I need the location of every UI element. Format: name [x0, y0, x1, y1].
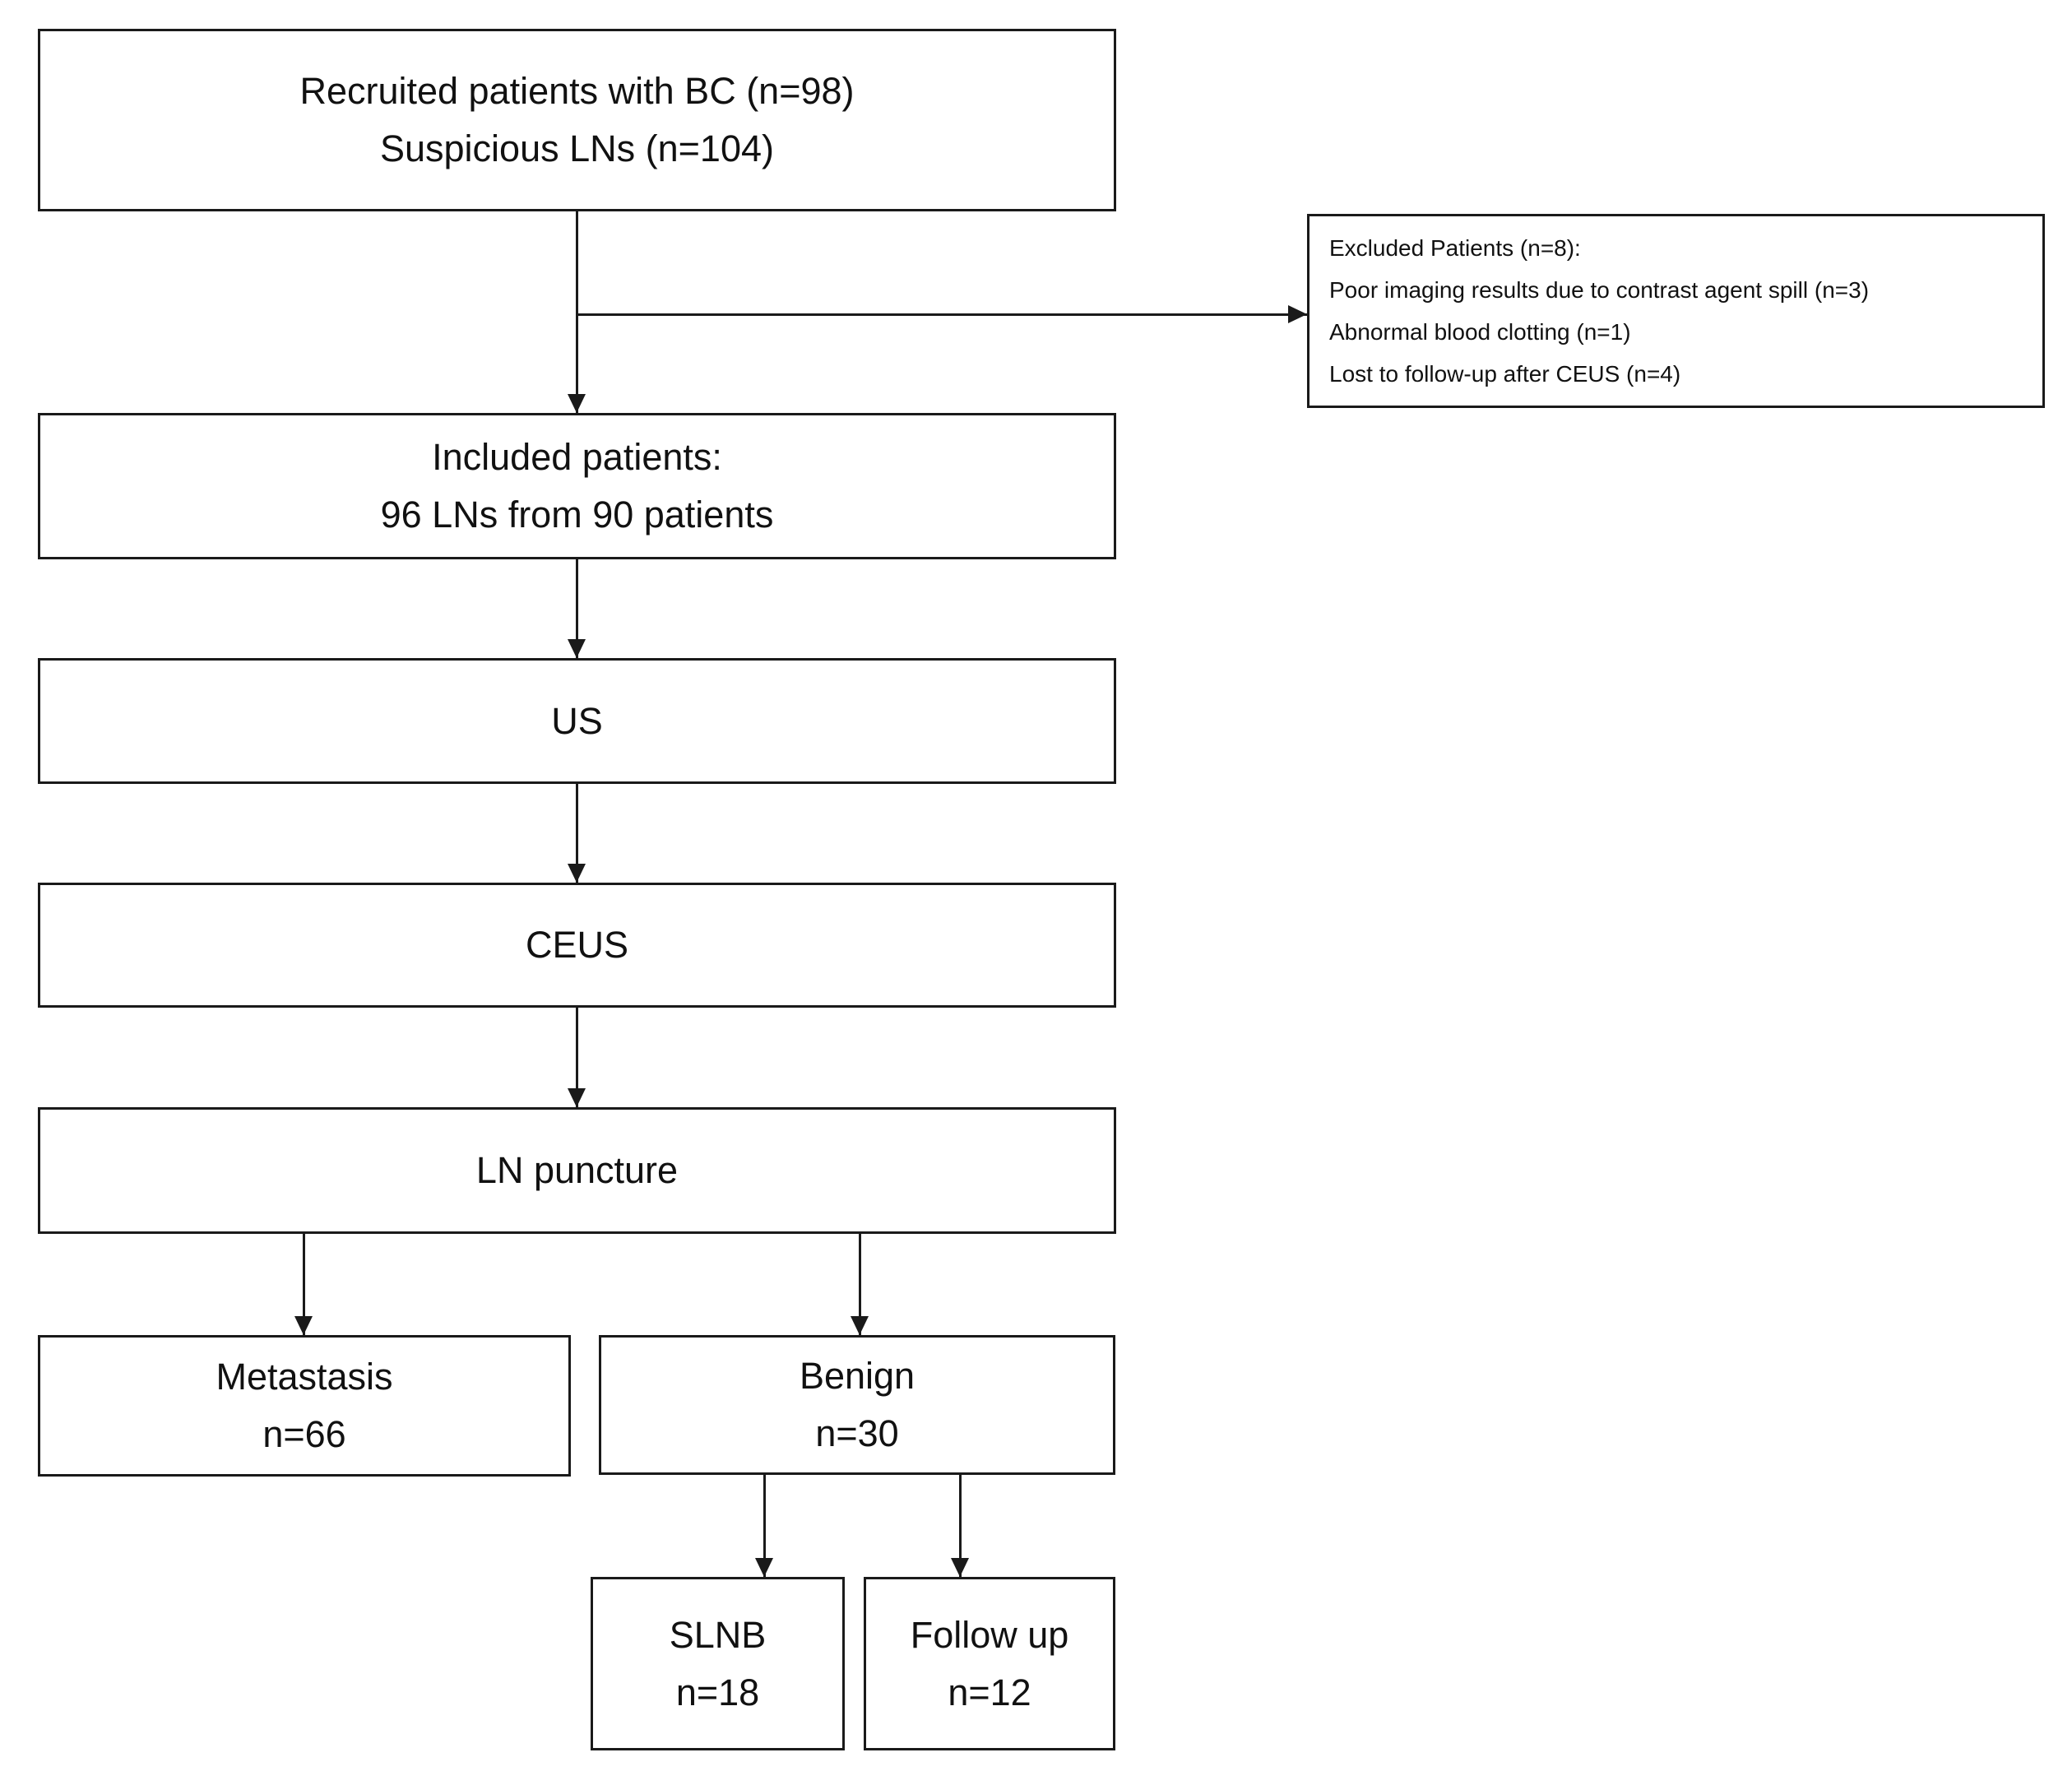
- recruited-patients-line2: Suspicious LNs (n=104): [379, 128, 774, 169]
- included-patients-line2: 96 LNs from 90 patients: [380, 494, 774, 536]
- excluded-reason-imaging: Poor imaging results due to contrast age…: [1329, 277, 1870, 303]
- ceus-label: CEUS: [525, 924, 629, 966]
- slnb-label: SLNB: [669, 1613, 767, 1656]
- excluded-patients-box: Excluded Patients (n=8): Poor imaging re…: [1307, 214, 2045, 408]
- ceus-box: CEUS: [38, 883, 1116, 1008]
- included-patients-box: Included patients: 96 LNs from 90 patien…: [38, 413, 1116, 559]
- connector-benign-to-slnb: [763, 1475, 766, 1577]
- arrowhead-into-included-box: [568, 394, 586, 413]
- recruited-patients-box: Recruited patients with BC (n=98) Suspic…: [38, 29, 1116, 211]
- connector-ln-puncture-to-metastasis: [303, 1234, 305, 1335]
- excluded-patients-title: Excluded Patients (n=8):: [1329, 235, 1581, 261]
- connector-included-to-us: [576, 559, 578, 658]
- arrowhead-into-us-box: [568, 639, 586, 658]
- arrowhead-into-follow-up-box: [951, 1558, 969, 1577]
- metastasis-label: Metastasis: [216, 1356, 393, 1398]
- excluded-reason-followup: Lost to follow-up after CEUS (n=4): [1329, 361, 1681, 387]
- follow-up-label: Follow up: [910, 1613, 1069, 1656]
- slnb-box: SLNB n=18: [591, 1577, 845, 1750]
- follow-up-box: Follow up n=12: [864, 1577, 1115, 1750]
- slnb-count: n=18: [675, 1671, 760, 1713]
- arrowhead-into-ceus-box: [568, 864, 586, 883]
- metastasis-box: Metastasis n=66: [38, 1335, 571, 1477]
- us-box: US: [38, 658, 1116, 784]
- metastasis-count: n=66: [262, 1413, 346, 1455]
- follow-up-count: n=12: [948, 1671, 1031, 1713]
- ln-puncture-box: LN puncture: [38, 1107, 1116, 1234]
- excluded-reason-clotting: Abnormal blood clotting (n=1): [1329, 319, 1631, 345]
- connector-benign-to-follow-up: [959, 1475, 962, 1577]
- arrowhead-into-metastasis-box: [294, 1316, 313, 1335]
- arrowhead-into-excluded-box: [1288, 305, 1307, 323]
- arrowhead-into-slnb-box: [755, 1558, 773, 1577]
- connector-branch-to-excluded: [576, 313, 1307, 316]
- connector-ln-puncture-to-benign: [859, 1234, 861, 1335]
- connector-recruited-to-included: [576, 211, 578, 413]
- connector-ceus-to-ln-puncture: [576, 1008, 578, 1107]
- benign-count: n=30: [815, 1412, 899, 1454]
- arrowhead-into-benign-box: [851, 1316, 869, 1335]
- recruited-patients-line1: Recruited patients with BC (n=98): [299, 70, 855, 112]
- benign-box: Benign n=30: [599, 1335, 1115, 1475]
- arrowhead-into-ln-puncture-box: [568, 1088, 586, 1107]
- ln-puncture-label: LN puncture: [475, 1149, 679, 1191]
- benign-label: Benign: [799, 1355, 915, 1397]
- us-label: US: [551, 699, 603, 742]
- connector-us-to-ceus: [576, 784, 578, 883]
- included-patients-line1: Included patients:: [432, 436, 722, 478]
